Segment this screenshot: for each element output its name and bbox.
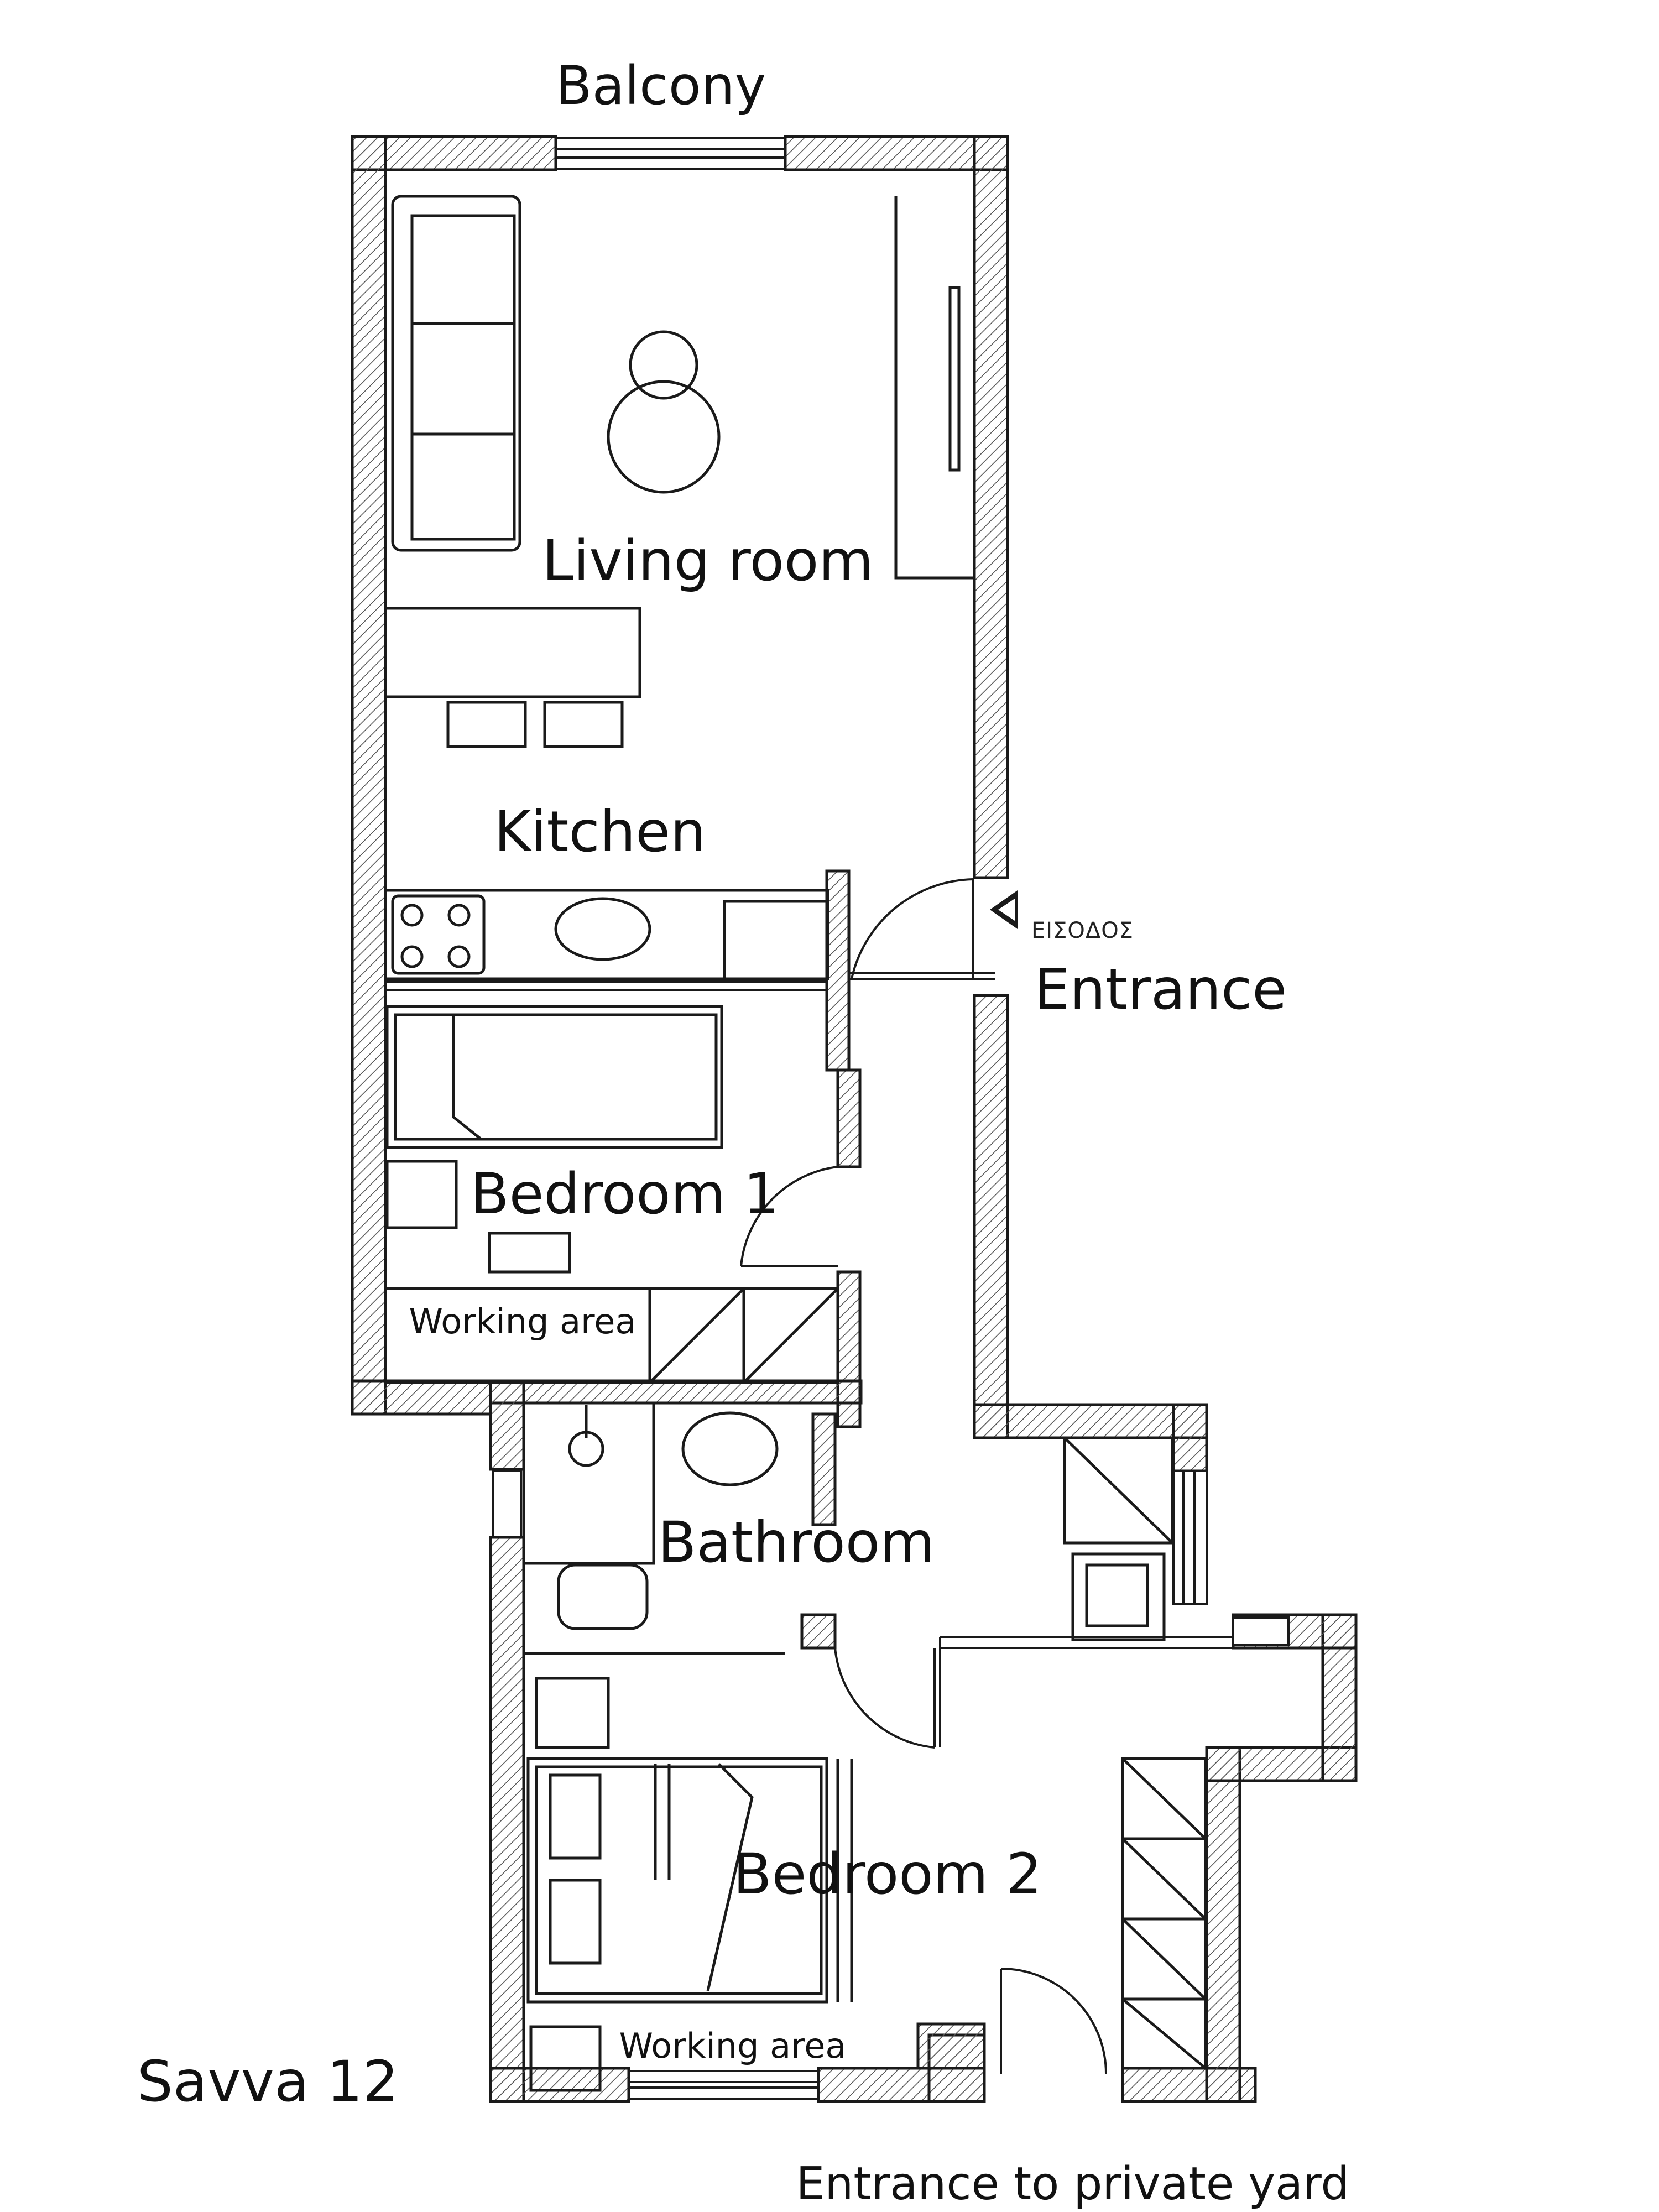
- plan-name: Savva 12: [137, 2049, 399, 2115]
- bed-2: [526, 1757, 828, 2004]
- wall-partition-bed1: [836, 1068, 862, 1168]
- label-entrance: Entrance: [1034, 957, 1287, 1022]
- wall-top-right: [784, 135, 1009, 171]
- label-bedroom-2: Bedroom 2: [733, 1841, 1042, 1907]
- label-balcony: Balcony: [555, 55, 766, 117]
- chair-2: [543, 701, 624, 748]
- entrance-door: [851, 878, 974, 979]
- walls: [351, 135, 1358, 2103]
- bedroom1-door: [740, 1166, 838, 1267]
- cooktop: [391, 894, 486, 975]
- bed-1: [385, 1005, 723, 1149]
- nightstand-2a: [535, 1677, 610, 1749]
- storage-cabinet: [1063, 1436, 1174, 1545]
- wall-left-lower: [489, 1536, 525, 2103]
- sofa: [391, 195, 521, 552]
- nightstand-1: [385, 1160, 458, 1229]
- wall-bottom-lower-left: [489, 2067, 630, 2103]
- wall-left-upper: [351, 135, 387, 1416]
- doors: [740, 878, 1107, 2074]
- label-bedroom-1: Bedroom 1: [470, 1161, 780, 1227]
- kitchen-counter: [384, 889, 830, 980]
- desk-chair-1: [488, 1232, 571, 1274]
- wall-bath-left: [489, 1379, 525, 1471]
- wall-bath-stub: [800, 1613, 837, 1650]
- entrance-arrow: [990, 890, 1018, 929]
- dining-counter: [384, 607, 641, 698]
- chair-1: [446, 701, 527, 748]
- tv-cabinet: [894, 196, 974, 580]
- label-bathroom: Bathroom: [658, 1510, 935, 1575]
- label-yard-entrance: Entrance to private yard: [796, 2158, 1350, 2210]
- wall-corridor-east-2: [973, 1403, 1208, 1439]
- label-working-area-2: Working area: [619, 2026, 847, 2066]
- bath-sink: [681, 1411, 779, 1486]
- yard-door: [1000, 1968, 1107, 2074]
- label-working-area-1: Working area: [409, 1301, 637, 1342]
- wall-corridor-east-1: [973, 994, 1009, 1439]
- furniture: [384, 195, 1207, 2092]
- coffee-table: [629, 330, 698, 400]
- wall-lower-workarea-stub: [916, 2022, 986, 2070]
- wall-utility-east: [1172, 1403, 1208, 1473]
- wall-partition-kitchen: [825, 869, 851, 1072]
- corridor-wardrobe: [1121, 1757, 1207, 2070]
- kitchen-sink: [554, 897, 651, 961]
- wall-bath-right: [811, 1412, 837, 1526]
- label-living-room: Living room: [542, 528, 874, 594]
- label-kitchen: Kitchen: [494, 799, 706, 865]
- wall-right-upper: [973, 135, 1009, 879]
- wall-bottom-left: [351, 1379, 492, 1416]
- wall-bath-top: [489, 1379, 863, 1405]
- nightstand-2b: [529, 2025, 602, 2092]
- water-heater: [1071, 1552, 1166, 1641]
- wall-lines: [385, 137, 1323, 2100]
- wall-right-lower: [1205, 1746, 1241, 2103]
- label-entrance-greek: ΕΙΣΟΔΟΣ: [1031, 918, 1134, 943]
- bathroom-door: [834, 1647, 935, 1749]
- toilet: [557, 1563, 649, 1630]
